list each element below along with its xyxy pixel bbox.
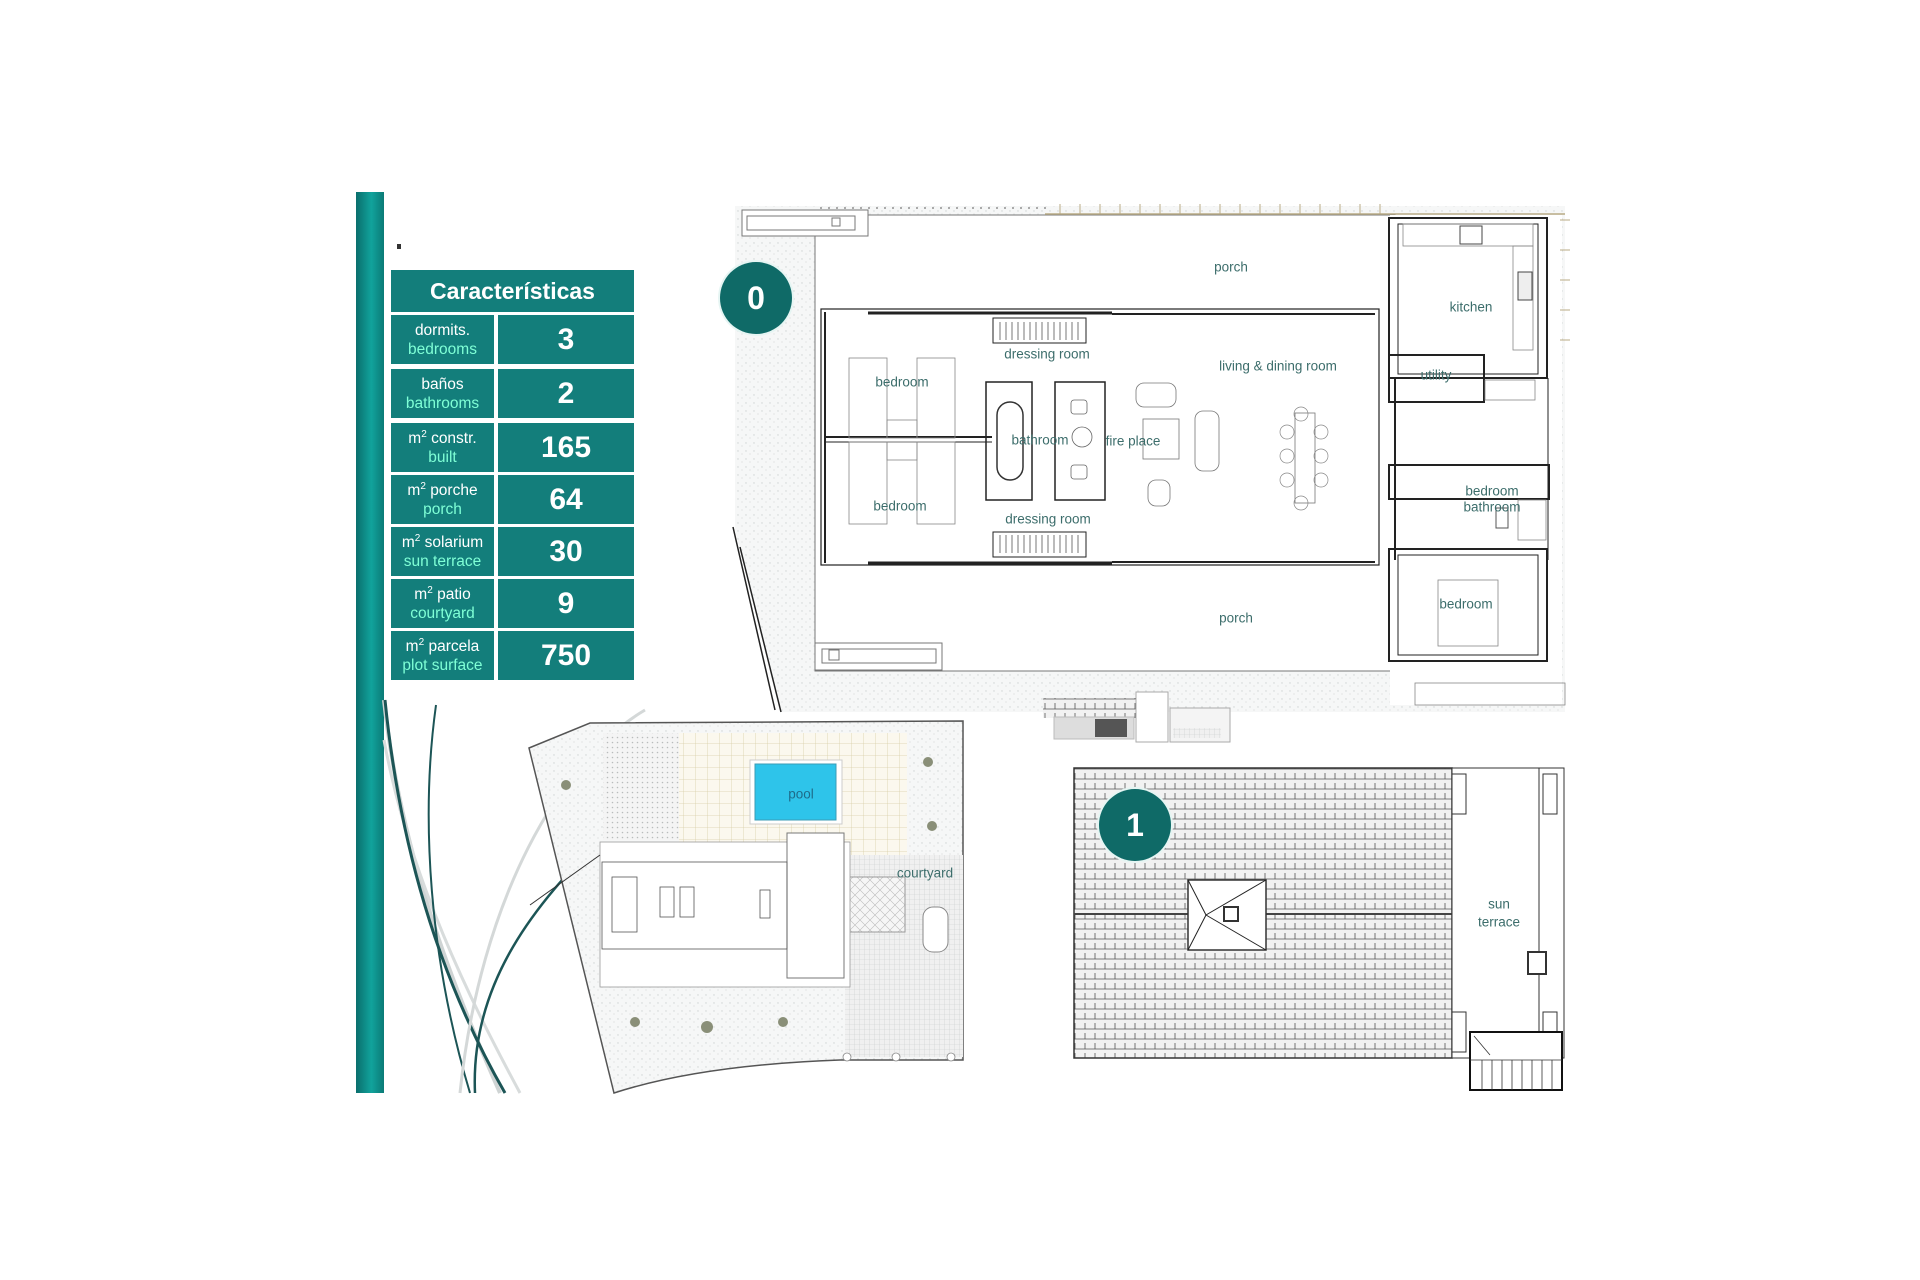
decorative-mark xyxy=(397,244,401,249)
unit-sup: 2 xyxy=(414,532,421,544)
room-label-terrace: terrace xyxy=(1477,914,1521,930)
decorative-teal-bar xyxy=(356,192,384,1093)
value: 9 xyxy=(498,579,634,628)
level-0-badge: 0 xyxy=(720,262,792,334)
room-label-bathroom: bathroom xyxy=(1011,432,1069,448)
unit: m xyxy=(407,481,421,499)
room-label-living-dining: living & dining room xyxy=(1219,358,1337,374)
unit-sup: 2 xyxy=(427,584,433,596)
unit: m xyxy=(401,533,415,551)
label-en: courtyard xyxy=(410,604,475,622)
unit-sup: 2 xyxy=(418,636,425,648)
value: 64 xyxy=(498,475,634,524)
label-es: constr. xyxy=(431,429,477,447)
label-es: parcela xyxy=(428,637,480,655)
table-title: Características xyxy=(391,270,634,312)
label-es: patio xyxy=(437,585,471,603)
value: 2 xyxy=(498,369,634,418)
room-label-bedroom-3: bedroom xyxy=(1439,596,1493,612)
room-label-utility: utility xyxy=(1420,367,1452,383)
table-row-bedrooms: dormits.bedrooms 3 xyxy=(391,315,634,364)
label-en: built xyxy=(428,448,457,466)
label-es: porche xyxy=(430,481,478,499)
unit: m xyxy=(414,585,428,603)
room-label-ensuite-bathroom: bathroom xyxy=(1463,499,1521,515)
label-es: baños xyxy=(421,375,464,393)
value: 750 xyxy=(498,631,634,680)
level-1-badge: 1 xyxy=(1099,789,1171,861)
room-label-fireplace: fire place xyxy=(1105,433,1161,449)
room-label-bedroom-2: bedroom xyxy=(873,498,927,514)
label-en: sun terrace xyxy=(403,552,482,570)
room-label-dressing-bottom: dressing room xyxy=(1005,511,1091,527)
label-en: porch xyxy=(423,500,462,518)
value: 3 xyxy=(498,315,634,364)
unit: m xyxy=(408,429,422,447)
label-en: plot surface xyxy=(402,656,483,674)
label-es: solarium xyxy=(424,533,484,551)
site-label-courtyard: courtyard xyxy=(896,865,954,881)
label-en: bathrooms xyxy=(405,394,480,412)
table-row-built: m2 constr.built 165 xyxy=(391,423,634,472)
unit-sup: 2 xyxy=(421,428,427,440)
room-label-sun: sun xyxy=(1488,896,1510,912)
value: 165 xyxy=(498,423,634,472)
room-label-porch-bottom: porch xyxy=(1219,610,1253,626)
room-label-kitchen: kitchen xyxy=(1449,299,1493,315)
room-label-bedroom-1: bedroom xyxy=(875,374,929,390)
room-label-dressing-top: dressing room xyxy=(1004,346,1090,362)
unit-sup: 2 xyxy=(420,480,426,492)
value: 30 xyxy=(498,527,634,576)
room-label-porch-top: porch xyxy=(1214,259,1248,275)
site-label-pool: pool xyxy=(788,786,814,802)
room-label-ensuite-bedroom: bedroom xyxy=(1465,483,1519,499)
unit: m xyxy=(405,637,419,655)
label-en: bedrooms xyxy=(408,340,477,358)
label-es: dormits. xyxy=(414,321,471,339)
